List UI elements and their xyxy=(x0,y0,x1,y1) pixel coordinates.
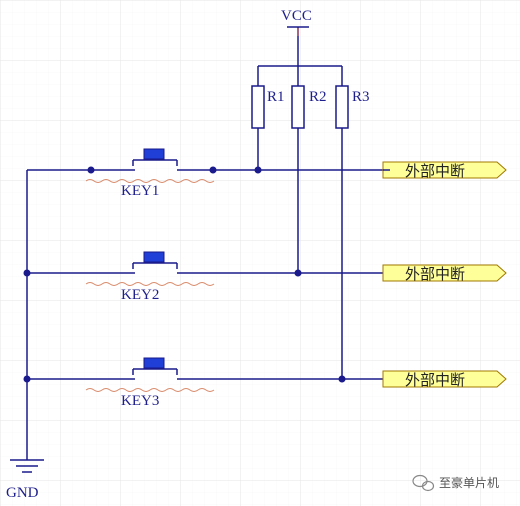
port-connector-3 xyxy=(382,370,507,388)
port-connector-1 xyxy=(382,161,507,179)
key2-label: KEY2 xyxy=(121,287,159,303)
resistor-r2 xyxy=(291,85,305,129)
ground-symbol xyxy=(10,459,44,473)
resistor-r1 xyxy=(251,85,265,129)
port-label-2: 外部中断 xyxy=(405,265,465,283)
vcc-label: VCC xyxy=(281,8,312,24)
resistor-label-r1: R1 xyxy=(267,89,285,105)
key3-label: KEY3 xyxy=(121,393,159,409)
push-button-key3 xyxy=(85,357,215,392)
key1-label: KEY1 xyxy=(121,183,159,199)
push-button-key1 xyxy=(85,148,215,183)
watermark: 至豪单片机 xyxy=(412,474,499,492)
resistor-label-r3: R3 xyxy=(352,89,370,105)
gnd-label: GND xyxy=(6,485,39,501)
resistor-bus xyxy=(257,50,343,86)
chat-bubble-icon xyxy=(412,474,435,492)
push-button-key2 xyxy=(85,251,215,286)
port-connector-2 xyxy=(382,264,507,282)
port-label-1: 外部中断 xyxy=(405,162,465,180)
watermark-text: 至豪单片机 xyxy=(439,475,499,490)
resistor-r3 xyxy=(335,85,349,129)
junction-dots xyxy=(23,166,346,383)
resistor-label-r2: R2 xyxy=(309,89,327,105)
port-label-3: 外部中断 xyxy=(405,371,465,389)
